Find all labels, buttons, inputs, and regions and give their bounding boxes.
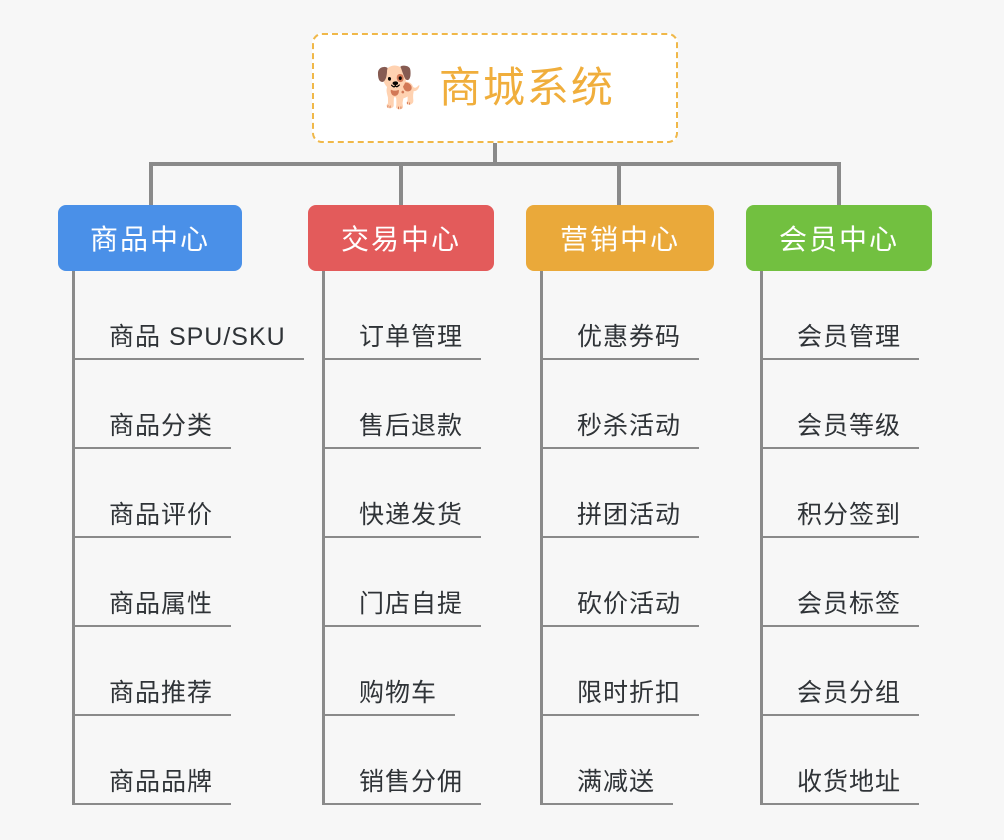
item-label: 商品品牌: [75, 768, 232, 805]
list-item[interactable]: 销售分佣: [325, 716, 494, 805]
list-item[interactable]: 拼团活动: [543, 449, 714, 538]
item-label: 会员分组: [763, 679, 920, 716]
item-label: 商品分类: [75, 412, 232, 449]
category-header-member-center[interactable]: 会员中心: [746, 205, 932, 271]
shiba-dog-icon: 🐕: [375, 66, 425, 110]
category-header-marketing-center[interactable]: 营销中心: [526, 205, 714, 271]
list-item[interactable]: 快递发货: [325, 449, 494, 538]
list-item[interactable]: 商品推荐: [75, 627, 304, 716]
item-label: 拼团活动: [543, 501, 700, 538]
branch-column-member-center: 会员中心 会员管理 会员等级 积分签到 会员标签 会员分组 收货地址: [746, 205, 932, 805]
list-item[interactable]: 会员等级: [763, 360, 932, 449]
list-item[interactable]: 会员标签: [763, 538, 932, 627]
connector-horizontal-bus: [149, 162, 839, 166]
list-item[interactable]: 积分签到: [763, 449, 932, 538]
item-list-member-center: 会员管理 会员等级 积分签到 会员标签 会员分组 收货地址: [760, 271, 932, 805]
category-header-trade-center[interactable]: 交易中心: [308, 205, 494, 271]
root-node-shop-system[interactable]: 🐕 商城系统: [312, 33, 678, 143]
category-header-product-center[interactable]: 商品中心: [58, 205, 242, 271]
list-item[interactable]: 商品品牌: [75, 716, 304, 805]
list-item[interactable]: 购物车: [325, 627, 494, 716]
list-item[interactable]: 收货地址: [763, 716, 932, 805]
branch-column-marketing-center: 营销中心 优惠券码 秒杀活动 拼团活动 砍价活动 限时折扣 满减送: [526, 205, 714, 805]
item-label: 快递发货: [325, 501, 482, 538]
category-label: 商品中心: [89, 224, 210, 255]
list-item[interactable]: 会员管理: [763, 271, 932, 360]
item-label: 销售分佣: [325, 768, 482, 805]
root-node-title: 商城系统: [438, 64, 615, 111]
connector-drop-2: [399, 162, 403, 207]
item-label: 砍价活动: [543, 590, 700, 627]
list-item[interactable]: 优惠券码: [543, 271, 714, 360]
item-label: 商品评价: [75, 501, 232, 538]
connector-drop-3: [617, 162, 621, 207]
list-item[interactable]: 商品分类: [75, 360, 304, 449]
item-label: 门店自提: [325, 590, 482, 627]
item-list-product-center: 商品 SPU/SKU 商品分类 商品评价 商品属性 商品推荐 商品品牌: [72, 271, 304, 805]
category-label: 会员中心: [778, 224, 899, 255]
category-label: 营销中心: [559, 224, 680, 255]
item-label: 秒杀活动: [543, 412, 700, 449]
category-label: 交易中心: [340, 224, 461, 255]
connector-root-stem: [493, 143, 497, 165]
item-label: 优惠券码: [543, 323, 700, 360]
branch-column-product-center: 商品中心 商品 SPU/SKU 商品分类 商品评价 商品属性 商品推荐 商品品牌: [58, 205, 304, 805]
item-label: 会员标签: [763, 590, 920, 627]
item-list-trade-center: 订单管理 售后退款 快递发货 门店自提 购物车 销售分佣: [322, 271, 494, 805]
item-label: 商品 SPU/SKU: [75, 323, 304, 360]
connector-drop-4: [837, 162, 841, 207]
item-label: 会员管理: [763, 323, 920, 360]
item-label: 限时折扣: [543, 679, 700, 716]
list-item[interactable]: 商品属性: [75, 538, 304, 627]
list-item[interactable]: 订单管理: [325, 271, 494, 360]
list-item[interactable]: 商品评价: [75, 449, 304, 538]
item-label: 满减送: [543, 768, 674, 805]
item-label: 积分签到: [763, 501, 920, 538]
list-item[interactable]: 会员分组: [763, 627, 932, 716]
item-label: 购物车: [325, 679, 456, 716]
item-label: 商品推荐: [75, 679, 232, 716]
item-list-marketing-center: 优惠券码 秒杀活动 拼团活动 砍价活动 限时折扣 满减送: [540, 271, 714, 805]
connector-drop-1: [149, 162, 153, 207]
item-label: 商品属性: [75, 590, 232, 627]
item-label: 会员等级: [763, 412, 920, 449]
item-label: 售后退款: [325, 412, 482, 449]
list-item[interactable]: 满减送: [543, 716, 714, 805]
list-item[interactable]: 售后退款: [325, 360, 494, 449]
list-item[interactable]: 秒杀活动: [543, 360, 714, 449]
list-item[interactable]: 商品 SPU/SKU: [75, 271, 304, 360]
item-label: 订单管理: [325, 323, 482, 360]
list-item[interactable]: 砍价活动: [543, 538, 714, 627]
branch-column-trade-center: 交易中心 订单管理 售后退款 快递发货 门店自提 购物车 销售分佣: [308, 205, 494, 805]
list-item[interactable]: 限时折扣: [543, 627, 714, 716]
item-label: 收货地址: [763, 768, 920, 805]
list-item[interactable]: 门店自提: [325, 538, 494, 627]
